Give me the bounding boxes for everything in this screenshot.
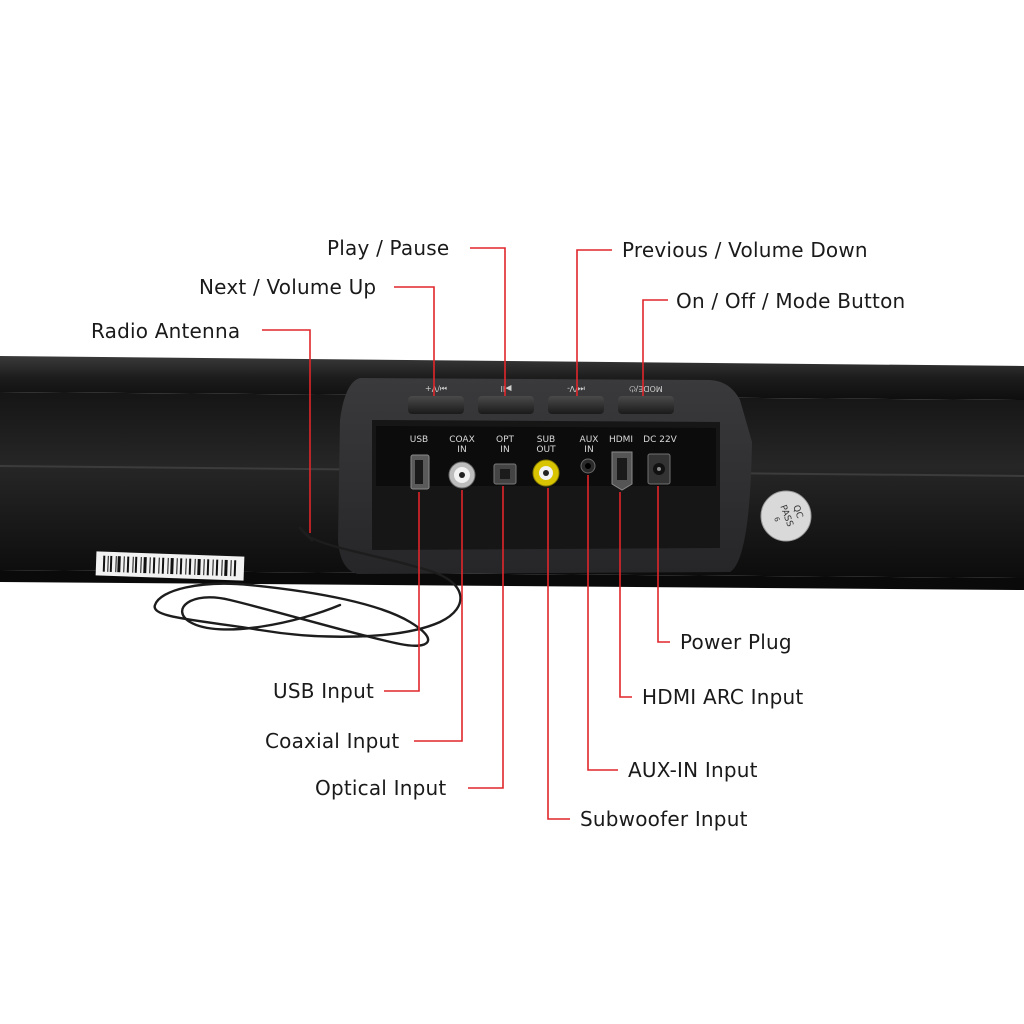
leader-hdmi	[619, 492, 632, 698]
barcode-sticker	[95, 551, 245, 581]
leader-play-pause	[470, 247, 506, 396]
callout-play-pause: Play / Pause	[327, 236, 450, 260]
callout-power-plug: Power Plug	[680, 630, 792, 654]
callout-hdmi-arc: HDMI ARC Input	[642, 685, 804, 709]
play-pause-button[interactable]: ▶II	[478, 384, 534, 414]
play-pause-label: ▶II	[501, 384, 512, 393]
previous-volume-down-label: ⏮/V-	[567, 384, 585, 393]
sub-port-label: SUB	[537, 435, 555, 445]
callout-usb-input: USB Input	[273, 679, 374, 703]
leader-lines	[262, 247, 670, 820]
qc-number-label: 6	[772, 516, 781, 523]
callout-next-volume-up: Next / Volume Up	[199, 275, 377, 299]
callout-on-off-mode: On / Off / Mode Button	[676, 289, 906, 313]
next-volume-up-label: ⏭/V+	[425, 384, 447, 393]
mode-power-label: MODE/⏻	[629, 384, 663, 393]
callout-optical-input: Optical Input	[315, 776, 447, 800]
hdmi-port-label: HDMI	[609, 435, 633, 445]
ports	[410, 451, 671, 491]
qc-label: QC	[790, 504, 804, 520]
leader-previous-volume-down	[576, 249, 612, 396]
aux-port-label: AUX	[580, 435, 599, 445]
mode-power-button[interactable]: MODE/⏻	[618, 384, 674, 414]
callout-coaxial-input: Coaxial Input	[265, 729, 400, 753]
dc-port-label: DC 22V	[643, 435, 678, 445]
hdmi-port[interactable]	[611, 451, 633, 491]
panel-buttons: ⏭/V+ ▶II ⏮/V- MODE/⏻	[408, 384, 674, 414]
opt-in-label: IN	[500, 445, 509, 455]
qc-pass-sticker: QC PASS 6	[760, 490, 812, 542]
leader-power-plug	[657, 486, 670, 643]
leader-coaxial	[414, 490, 463, 742]
aux-port[interactable]	[580, 458, 596, 474]
sub-out-label: OUT	[536, 445, 556, 455]
leader-mode-button	[642, 299, 668, 396]
leader-radio-antenna	[262, 329, 311, 533]
leader-optical	[468, 486, 504, 789]
coaxial-port[interactable]	[448, 461, 476, 489]
aux-in-label: IN	[584, 445, 593, 455]
port-labels: USB COAX IN OPT IN SUB OUT AUX IN HDMI D…	[410, 435, 678, 455]
coax-port-label: COAX	[449, 435, 475, 445]
leader-subwoofer	[547, 488, 570, 820]
callout-subwoofer-input: Subwoofer Input	[580, 807, 748, 831]
usb-port-label: USB	[410, 435, 428, 445]
opt-port-label: OPT	[496, 435, 515, 445]
optical-port[interactable]	[493, 463, 517, 485]
next-volume-up-button[interactable]: ⏭/V+	[408, 384, 464, 414]
usb-port[interactable]	[410, 454, 430, 490]
callout-radio-antenna: Radio Antenna	[91, 319, 241, 343]
callout-previous-volume-down: Previous / Volume Down	[622, 238, 868, 262]
previous-volume-down-button[interactable]: ⏮/V-	[548, 384, 604, 414]
antenna-wire	[153, 526, 462, 647]
leader-next-volume-up	[394, 286, 435, 396]
leader-usb	[384, 492, 420, 692]
dc-power-port[interactable]	[647, 453, 671, 485]
coax-in-label: IN	[457, 445, 466, 455]
leader-aux	[587, 475, 618, 771]
callout-aux-in-input: AUX-IN Input	[628, 758, 758, 782]
subwoofer-port[interactable]	[532, 459, 560, 487]
